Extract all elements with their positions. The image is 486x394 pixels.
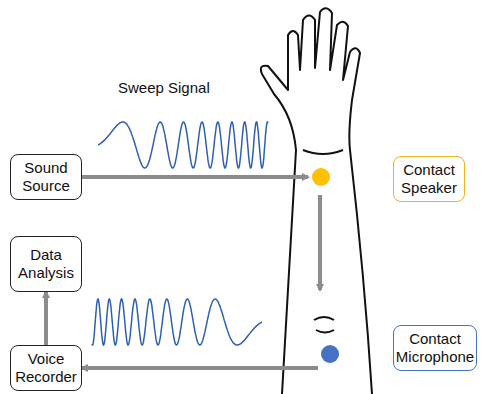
box-text: Voice Recorder [15,350,77,386]
box-text: Sound Source [15,159,77,195]
flow-arrow [82,175,308,179]
process-box: Contact Microphone [393,325,477,371]
elbow-crease [316,330,334,333]
box-text: Contact Speaker [398,161,460,197]
process-box: Sound Source [10,154,82,200]
process-box: Voice Recorder [10,345,82,391]
flow-arrow [82,366,318,370]
box-text: Data Analysis [15,246,77,282]
microphone-dot [321,345,339,363]
sweep-wave [98,122,268,168]
process-box: Data Analysis [10,236,82,292]
process-box: Contact Speaker [393,156,465,202]
box-text: Contact Microphone [396,330,474,366]
signal-label: Sweep Signal [118,79,210,96]
elbow-crease [314,317,334,320]
speaker-dot [312,168,330,186]
flow-arrow [318,195,322,290]
arm-outline [261,8,372,394]
sweep-waves [92,122,268,345]
wrist-crease [303,150,343,154]
flow-arrow [44,292,48,345]
sweep-wave [92,299,262,345]
